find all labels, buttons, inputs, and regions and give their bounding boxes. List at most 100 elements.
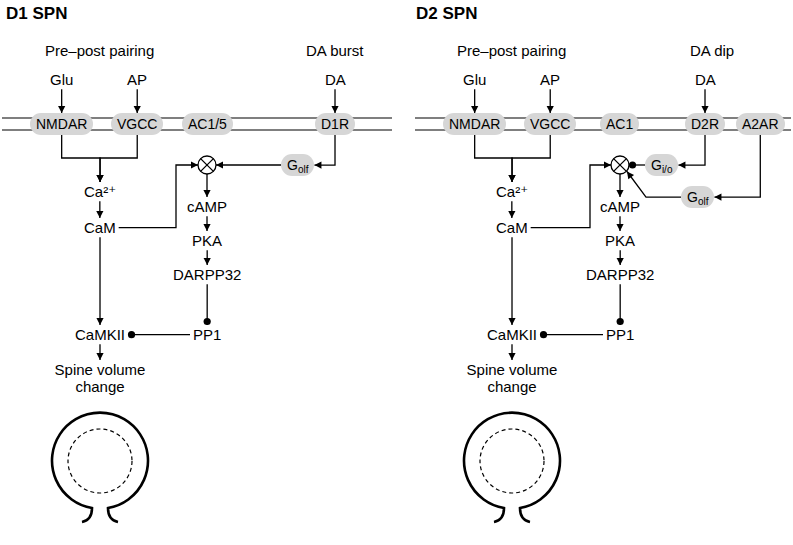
inhibition-dot xyxy=(540,331,547,338)
cyclase-wires xyxy=(119,161,681,227)
receptor-pill: NMDAR xyxy=(443,113,506,135)
pathway-line xyxy=(216,164,281,165)
ligand-label: Glu xyxy=(460,70,489,89)
node-text: AP xyxy=(540,71,560,88)
arrow-head xyxy=(96,353,103,360)
enzyme-pill: AC1/5 xyxy=(182,113,233,135)
connector xyxy=(58,89,65,113)
subscript-text: i/o xyxy=(662,164,673,175)
connector xyxy=(475,135,516,182)
pathway-line xyxy=(119,165,198,228)
node-text: PP1 xyxy=(193,326,221,343)
arrow-head xyxy=(96,318,103,325)
node-text: cAMP xyxy=(187,198,227,215)
connector xyxy=(204,284,211,325)
connector xyxy=(331,89,338,113)
connector-line xyxy=(511,237,512,325)
ligand-label: DA xyxy=(692,70,719,89)
arrow-head xyxy=(508,175,515,182)
channel-pill: VGCC xyxy=(111,113,163,135)
connector-line xyxy=(512,135,550,182)
arrow-head xyxy=(701,106,708,113)
arrow-head xyxy=(471,106,478,113)
arrow-head xyxy=(627,172,634,180)
node-text: VGCC xyxy=(530,116,570,132)
subscript-text: olf xyxy=(298,164,309,175)
signal-label: AP xyxy=(124,70,150,89)
condition-label: DA burst xyxy=(306,42,364,59)
node-text: PKA xyxy=(605,232,635,249)
arrow-head xyxy=(58,106,65,113)
node-text: Glu xyxy=(50,71,73,88)
connector xyxy=(678,135,705,169)
node-text: A2AR xyxy=(742,116,779,132)
node-text: Ca²⁺ xyxy=(84,183,116,200)
arrow-head xyxy=(604,161,611,168)
phosphatase-label: PP1 xyxy=(190,325,224,344)
connector-line xyxy=(714,135,760,197)
arrow-head xyxy=(331,106,338,113)
connector xyxy=(714,135,760,201)
arrow-head xyxy=(714,193,721,200)
connector xyxy=(203,216,210,231)
node-text: Glu xyxy=(463,71,486,88)
connector-line xyxy=(540,334,603,335)
protein-label: DARPP32 xyxy=(583,265,657,284)
connector xyxy=(96,201,103,218)
connector xyxy=(96,135,137,182)
arrow-head xyxy=(314,161,321,168)
connector-line xyxy=(62,135,100,182)
node-text: PKA xyxy=(192,232,222,249)
inhibition-dot xyxy=(617,318,624,325)
connector xyxy=(508,135,550,182)
arrow-head xyxy=(134,106,141,113)
connector xyxy=(540,331,603,338)
node-text: DA xyxy=(695,71,716,88)
node-text: PP1 xyxy=(606,326,634,343)
arrow-head xyxy=(508,211,515,218)
connector xyxy=(616,216,623,231)
arrow-head xyxy=(508,175,515,182)
connector xyxy=(547,89,554,113)
arrow-head xyxy=(678,161,685,168)
connector xyxy=(701,89,708,113)
condition-label: Pre–post pairing xyxy=(457,42,566,59)
arrow-head xyxy=(96,211,103,218)
ligand-label: Glu xyxy=(47,70,76,89)
arrow-head xyxy=(616,190,623,197)
receptor-pill: A2AR xyxy=(736,113,785,135)
node-text: Spine volume change xyxy=(467,361,558,395)
connector xyxy=(314,135,335,169)
node-text: VGCC xyxy=(117,116,157,132)
connector xyxy=(96,237,103,325)
enzyme-pill: AC1 xyxy=(600,113,639,135)
g-protein-pill: Golf xyxy=(281,154,314,176)
phosphatase-label: PP1 xyxy=(603,325,637,344)
arrow-head xyxy=(191,161,198,168)
node-text: DA xyxy=(325,71,346,88)
g-protein-pill: Gi/o xyxy=(645,154,678,176)
node-text: NMDAR xyxy=(449,116,500,132)
node-text: CaM xyxy=(84,219,116,236)
arrow-head xyxy=(203,190,210,197)
node-text: AP xyxy=(127,71,147,88)
receptor-pill: D1R xyxy=(315,113,355,135)
arrow-head xyxy=(617,258,624,265)
ion-label: Ca²⁺ xyxy=(493,182,531,201)
arrow-head xyxy=(508,318,515,325)
connector-line xyxy=(128,334,190,335)
kinase-label: CaMKII xyxy=(484,325,540,344)
panel-title: D2 SPN xyxy=(416,4,477,24)
arrow-head xyxy=(547,106,554,113)
adenylyl-cyclase-symbol xyxy=(198,156,216,174)
arrow-head xyxy=(216,161,223,168)
node-text: G xyxy=(287,157,298,173)
arrow-head xyxy=(616,224,623,231)
kinase-label: PKA xyxy=(602,231,638,250)
connector xyxy=(508,237,515,325)
protein-label: CaM xyxy=(493,218,531,237)
arrow-head xyxy=(508,353,515,360)
receptor-pill: NMDAR xyxy=(30,113,93,135)
inhibition-dot xyxy=(629,161,636,168)
